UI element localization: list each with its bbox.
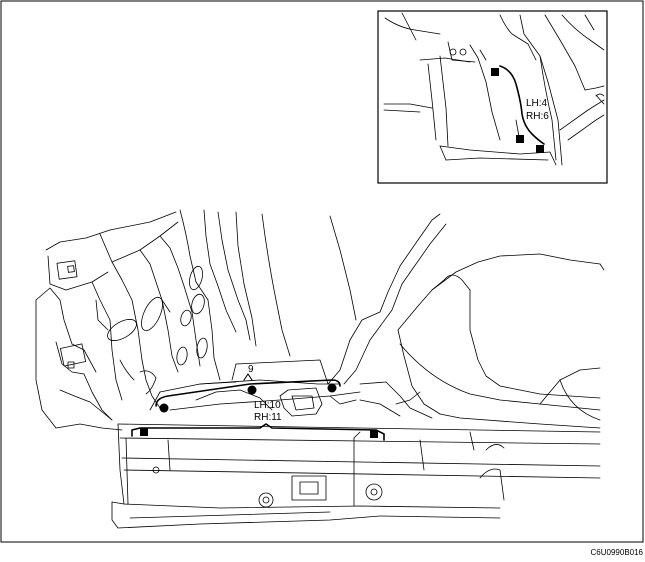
spot-weld-point-1 <box>159 403 169 413</box>
spot-weld-point-2 <box>247 385 257 395</box>
inset-callout-lh: LH:4 <box>526 98 548 109</box>
spot-weld-point-3 <box>327 383 337 393</box>
main-callout-rh: RH:11 <box>254 412 282 423</box>
spot-weld-leader <box>243 373 253 381</box>
figure-border <box>0 0 644 543</box>
inset-weld-bracket <box>499 65 545 145</box>
main-callout-spot: 9 <box>248 364 254 375</box>
inset-square-weld-point-1 <box>491 68 499 76</box>
inset-square-weld-point-3 <box>536 145 544 153</box>
inset-frame <box>377 10 608 184</box>
figure-code: C6U0990B016 <box>591 548 644 557</box>
inset-detail: LH:4 RH:6 <box>377 10 608 184</box>
inset-panel-lines <box>383 12 605 166</box>
pillar-panel-lines <box>35 209 605 529</box>
spot-weld-bracket <box>155 379 341 407</box>
square-weld-point-1 <box>140 428 148 436</box>
main-view: 9 LH:10 RH:11 <box>35 209 605 529</box>
square-weld-point-2 <box>370 430 378 438</box>
inset-square-weld-point-2 <box>516 135 524 143</box>
square-weld-bracket <box>131 423 385 441</box>
inset-callout-rh: RH:6 <box>526 111 549 122</box>
main-callout-lh: LH:10 <box>254 400 281 411</box>
